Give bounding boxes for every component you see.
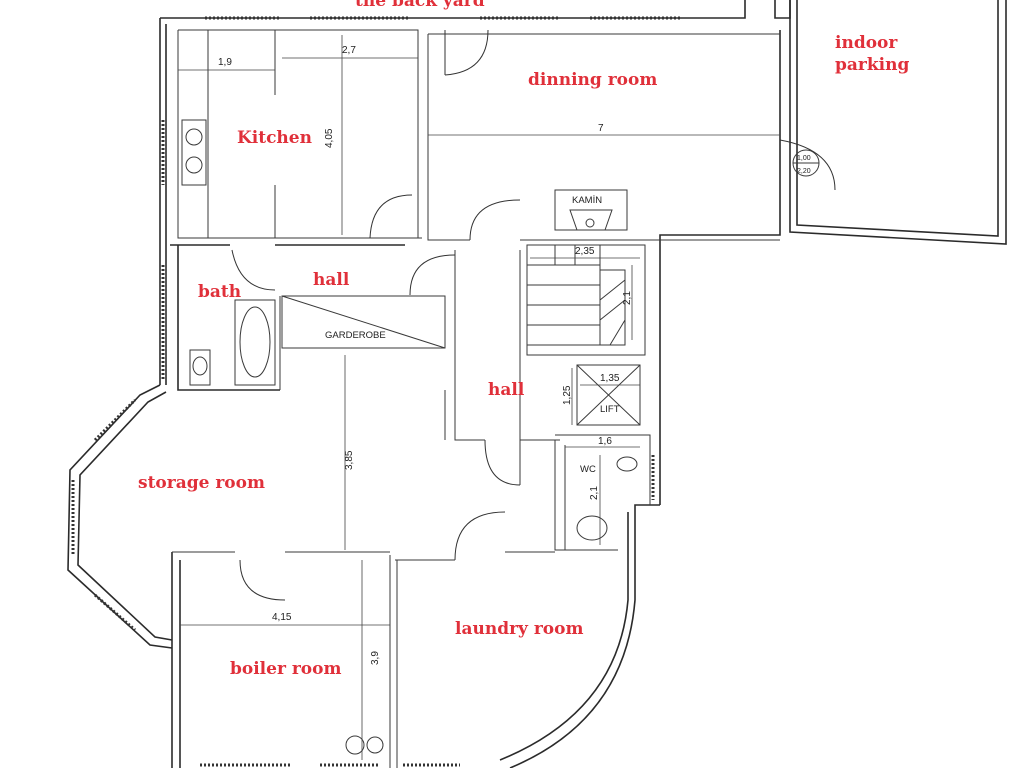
dim-boiler-width: 4,15	[272, 612, 292, 623]
boiler-room-label: boiler room	[230, 659, 341, 679]
dim-storage-depth: 3,85	[344, 450, 355, 470]
door-tag-bottom: 2,20	[797, 168, 811, 175]
dim-lift-width: 1,35	[600, 373, 620, 384]
doors	[231, 29, 836, 601]
bath-label: bath	[198, 282, 241, 302]
hall-upper-label: hall	[313, 270, 350, 290]
dim-kitchen-width-a: 1,9	[218, 57, 232, 68]
kamin-label: KAMİN	[572, 195, 602, 206]
staircase	[527, 245, 626, 346]
dim-dinning-length: 7	[598, 123, 604, 134]
interior-walls	[170, 29, 780, 768]
indoor-parking-label-line1: indoor	[835, 33, 898, 53]
back-yard-label: the back yard	[355, 0, 485, 11]
dim-kitchen-depth: 4,05	[324, 128, 335, 148]
indoor-parking-label-line2: parking	[835, 55, 909, 75]
windows	[71, 16, 680, 767]
laundry-room-label: laundry room	[455, 619, 583, 639]
dim-boiler-depth: 3,9	[370, 651, 381, 665]
fixtures	[181, 119, 820, 755]
exterior-walls	[67, 0, 1007, 768]
lift-label: LIFT	[600, 404, 620, 415]
dinning-room-label: dinning room	[528, 70, 657, 90]
hall-center-label: hall	[488, 380, 525, 400]
dim-wc-width: 1,6	[598, 436, 612, 447]
wc-label: WC	[580, 464, 596, 475]
door-tag-top: 1,00	[797, 155, 811, 162]
garderobe-label: GARDEROBE	[325, 330, 386, 341]
dimension-lines	[178, 35, 780, 760]
dim-lift-depth: 1,25	[562, 385, 573, 405]
dim-wc-depth: 2,1	[589, 486, 600, 500]
dim-kitchen-width-b: 2,7	[342, 45, 356, 56]
dim-stair-width: 2,35	[575, 246, 595, 257]
dim-stair-depth: 2,1	[622, 291, 633, 305]
kitchen-label: Kitchen	[237, 128, 312, 148]
storage-room-label: storage room	[138, 473, 265, 493]
